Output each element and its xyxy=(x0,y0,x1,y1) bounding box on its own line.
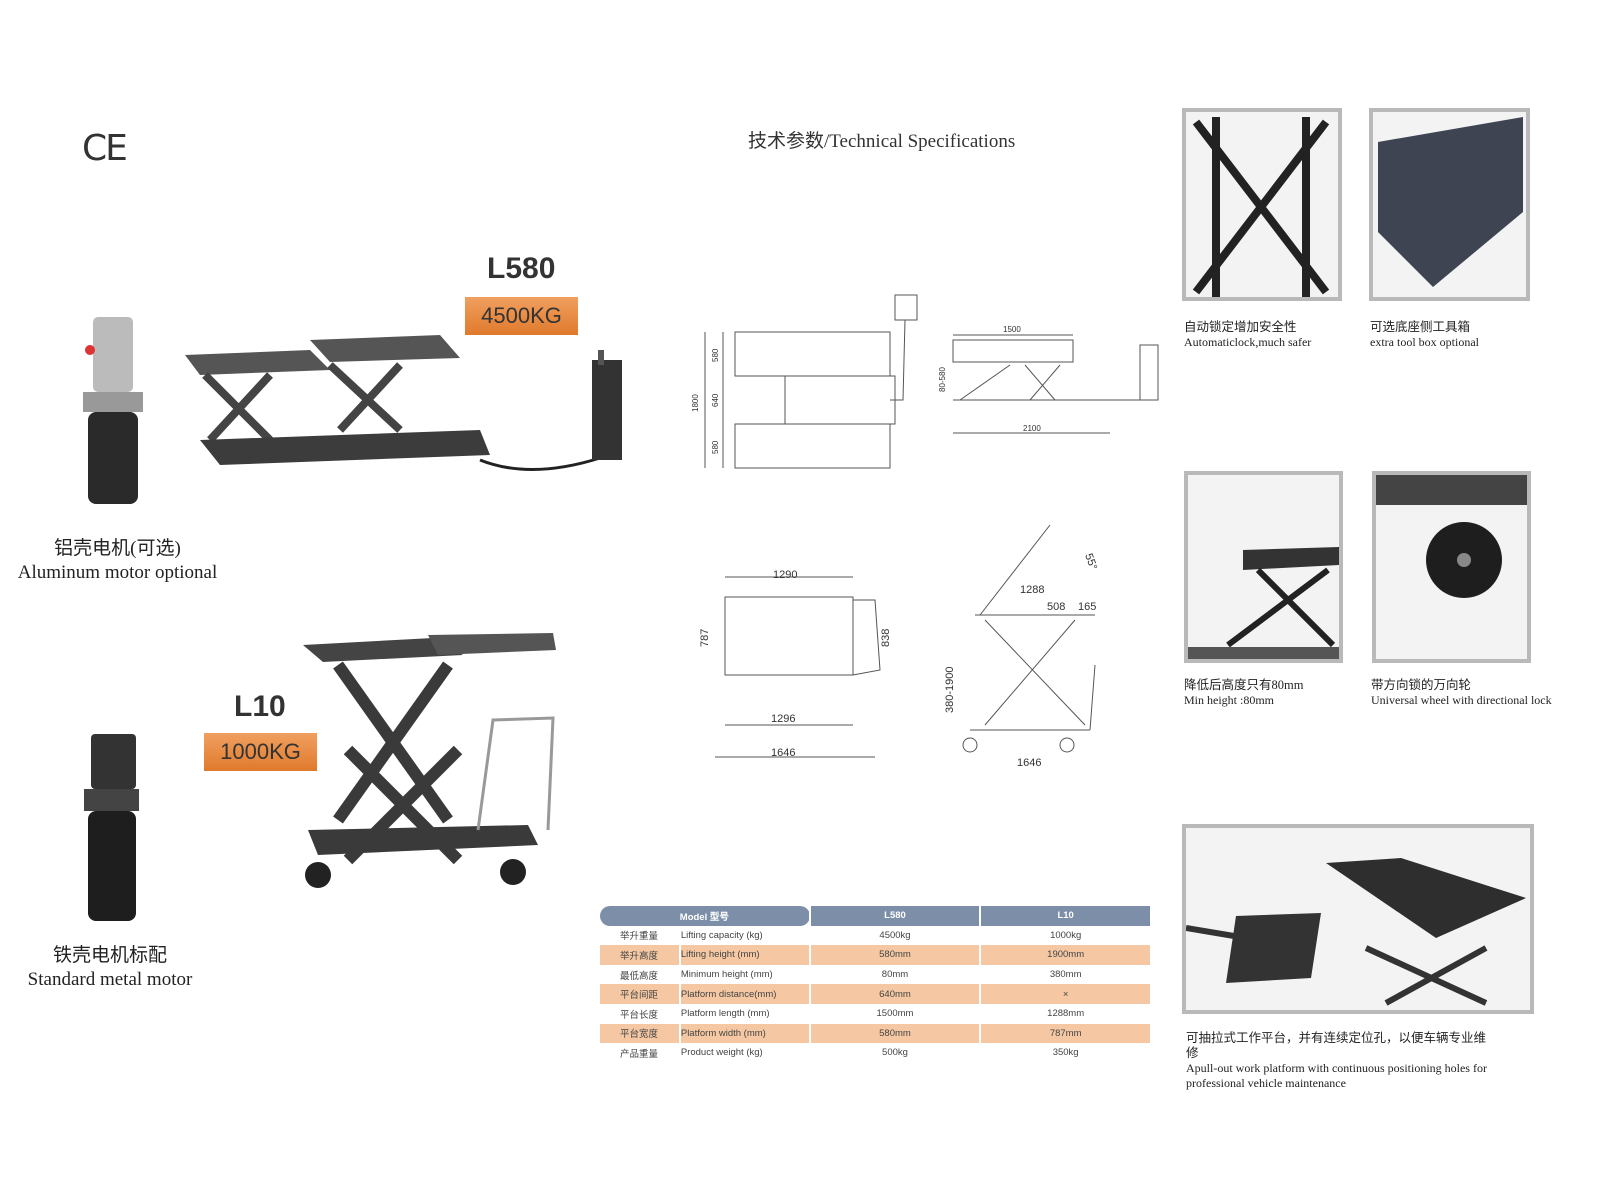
capacity-badge-l580: 4500KG xyxy=(465,297,578,335)
motor-caption-zh: 铝壳电机(可选) xyxy=(54,538,181,559)
cell-l10: 1288mm xyxy=(980,1003,1152,1024)
page-title: 技术参数/Technical Specifications xyxy=(748,131,1016,152)
dim-380-1900: 380-1900 xyxy=(944,667,956,714)
row-label-en: Platform length (mm) xyxy=(679,1003,811,1024)
feature-en: Automaticlock,much safer xyxy=(1184,335,1312,349)
row-label-en: Lifting height (mm) xyxy=(679,945,811,965)
cell-l580: 580mm xyxy=(809,1023,982,1044)
row-label-zh: 举升高度 xyxy=(600,945,681,965)
model-l580: L580 xyxy=(487,252,556,285)
dim-80-580: 80-580 xyxy=(938,367,947,392)
cell-l580: 640mm xyxy=(809,984,982,1004)
l10-drawings: 1290 787 838 1296 1646 1288 508 165 55° … xyxy=(699,524,1099,769)
model-l10: L10 xyxy=(234,690,286,723)
cell-l10: 350kg xyxy=(980,1043,1152,1063)
dim-1646: 1646 xyxy=(1017,757,1041,769)
dim-1290: 1290 xyxy=(773,569,797,581)
dim-640: 640 xyxy=(711,393,720,407)
row-label-zh: 平台间距 xyxy=(600,984,681,1004)
feature-zh: 降低后高度只有80mm xyxy=(1184,678,1304,692)
photo-min-height xyxy=(1184,471,1343,663)
l10-lift-image xyxy=(303,633,556,888)
cell-l580: 580mm xyxy=(809,945,982,965)
photo-pullout-platform xyxy=(1182,824,1534,1014)
dim-580: 580 xyxy=(711,348,720,362)
header-l10: L10 xyxy=(980,906,1152,926)
dim-1646: 1646 xyxy=(771,747,795,759)
row-label-en: Platform distance(mm) xyxy=(679,984,811,1004)
row-label-en: Lifting capacity (kg) xyxy=(679,925,811,946)
photo-toolbox xyxy=(1369,108,1530,301)
motor-caption-en: Aluminum motor optional xyxy=(17,562,218,583)
row-label-zh: 平台长度 xyxy=(600,1003,681,1024)
dim-1800: 1800 xyxy=(691,394,700,412)
cell-l580: 1500mm xyxy=(809,1003,982,1024)
feature-zh: 自动锁定增加安全性 xyxy=(1184,320,1297,334)
cell-l10: 380mm xyxy=(980,964,1152,985)
dim-580: 580 xyxy=(711,440,720,454)
feature-zh: 带方向锁的万向轮 xyxy=(1371,678,1472,692)
capacity-badge-l10: 1000KG xyxy=(204,733,317,771)
ce-mark: CE xyxy=(82,128,128,169)
dim-1296: 1296 xyxy=(771,713,795,725)
feature-en: Universal wheel with directional lock xyxy=(1371,693,1552,707)
motor-caption-metal: 铁壳电机标配 Standard metal motor xyxy=(10,944,210,992)
metal-motor-image xyxy=(84,734,139,921)
feature-en: Min height :80mm xyxy=(1184,693,1274,707)
row-label-en: Minimum height (mm) xyxy=(679,964,811,985)
dim-508: 508 xyxy=(1047,601,1065,613)
row-label-zh: 举升重量 xyxy=(600,925,681,946)
aluminum-motor-image xyxy=(83,317,143,504)
cell-l10: 1000kg xyxy=(980,925,1152,946)
motor-caption-aluminum: 铝壳电机(可选) Aluminum motor optional xyxy=(10,537,225,585)
photo-wheel xyxy=(1372,471,1531,663)
header-model: Model 型号 xyxy=(600,906,811,926)
feature-zh: 可选底座侧工具箱 xyxy=(1370,320,1471,334)
motor-caption-en: Standard metal motor xyxy=(27,969,193,990)
header-l580: L580 xyxy=(809,906,982,926)
cell-l580: 500kg xyxy=(809,1043,982,1063)
row-label-en: Product weight (kg) xyxy=(679,1043,811,1063)
dim-1500: 1500 xyxy=(1003,325,1021,334)
feature-en: extra tool box optional xyxy=(1370,335,1479,349)
dim-2100: 2100 xyxy=(1023,424,1041,433)
cell-l10: 1900mm xyxy=(980,945,1152,965)
row-label-zh: 最低高度 xyxy=(600,964,681,985)
cell-l580: 80mm xyxy=(809,964,982,985)
motor-caption-zh: 铁壳电机标配 xyxy=(52,945,167,966)
photo-autolock xyxy=(1182,108,1342,301)
row-label-zh: 平台宽度 xyxy=(600,1023,681,1044)
l580-drawings: 1800 580 640 580 1500 80-580 2100 xyxy=(691,294,1159,469)
dim-angle: 55° xyxy=(1082,552,1099,572)
cell-l580: 4500kg xyxy=(809,925,982,946)
dim-1288: 1288 xyxy=(1020,584,1044,596)
dim-838: 838 xyxy=(880,629,892,647)
feature-zh: 可抽拉式工作平台，并有连续定位孔，以便车辆专业维修 xyxy=(1186,1031,1487,1060)
dim-165: 165 xyxy=(1078,601,1096,613)
row-label-en: Platform width (mm) xyxy=(679,1023,811,1044)
l580-lift-image xyxy=(185,335,622,471)
feature-en: Apull-out work platform with continuous … xyxy=(1186,1061,1487,1090)
cell-l10: 787mm xyxy=(980,1023,1152,1044)
dim-787: 787 xyxy=(699,629,711,647)
cell-l10: × xyxy=(980,984,1152,1004)
row-label-zh: 产品重量 xyxy=(600,1043,681,1063)
